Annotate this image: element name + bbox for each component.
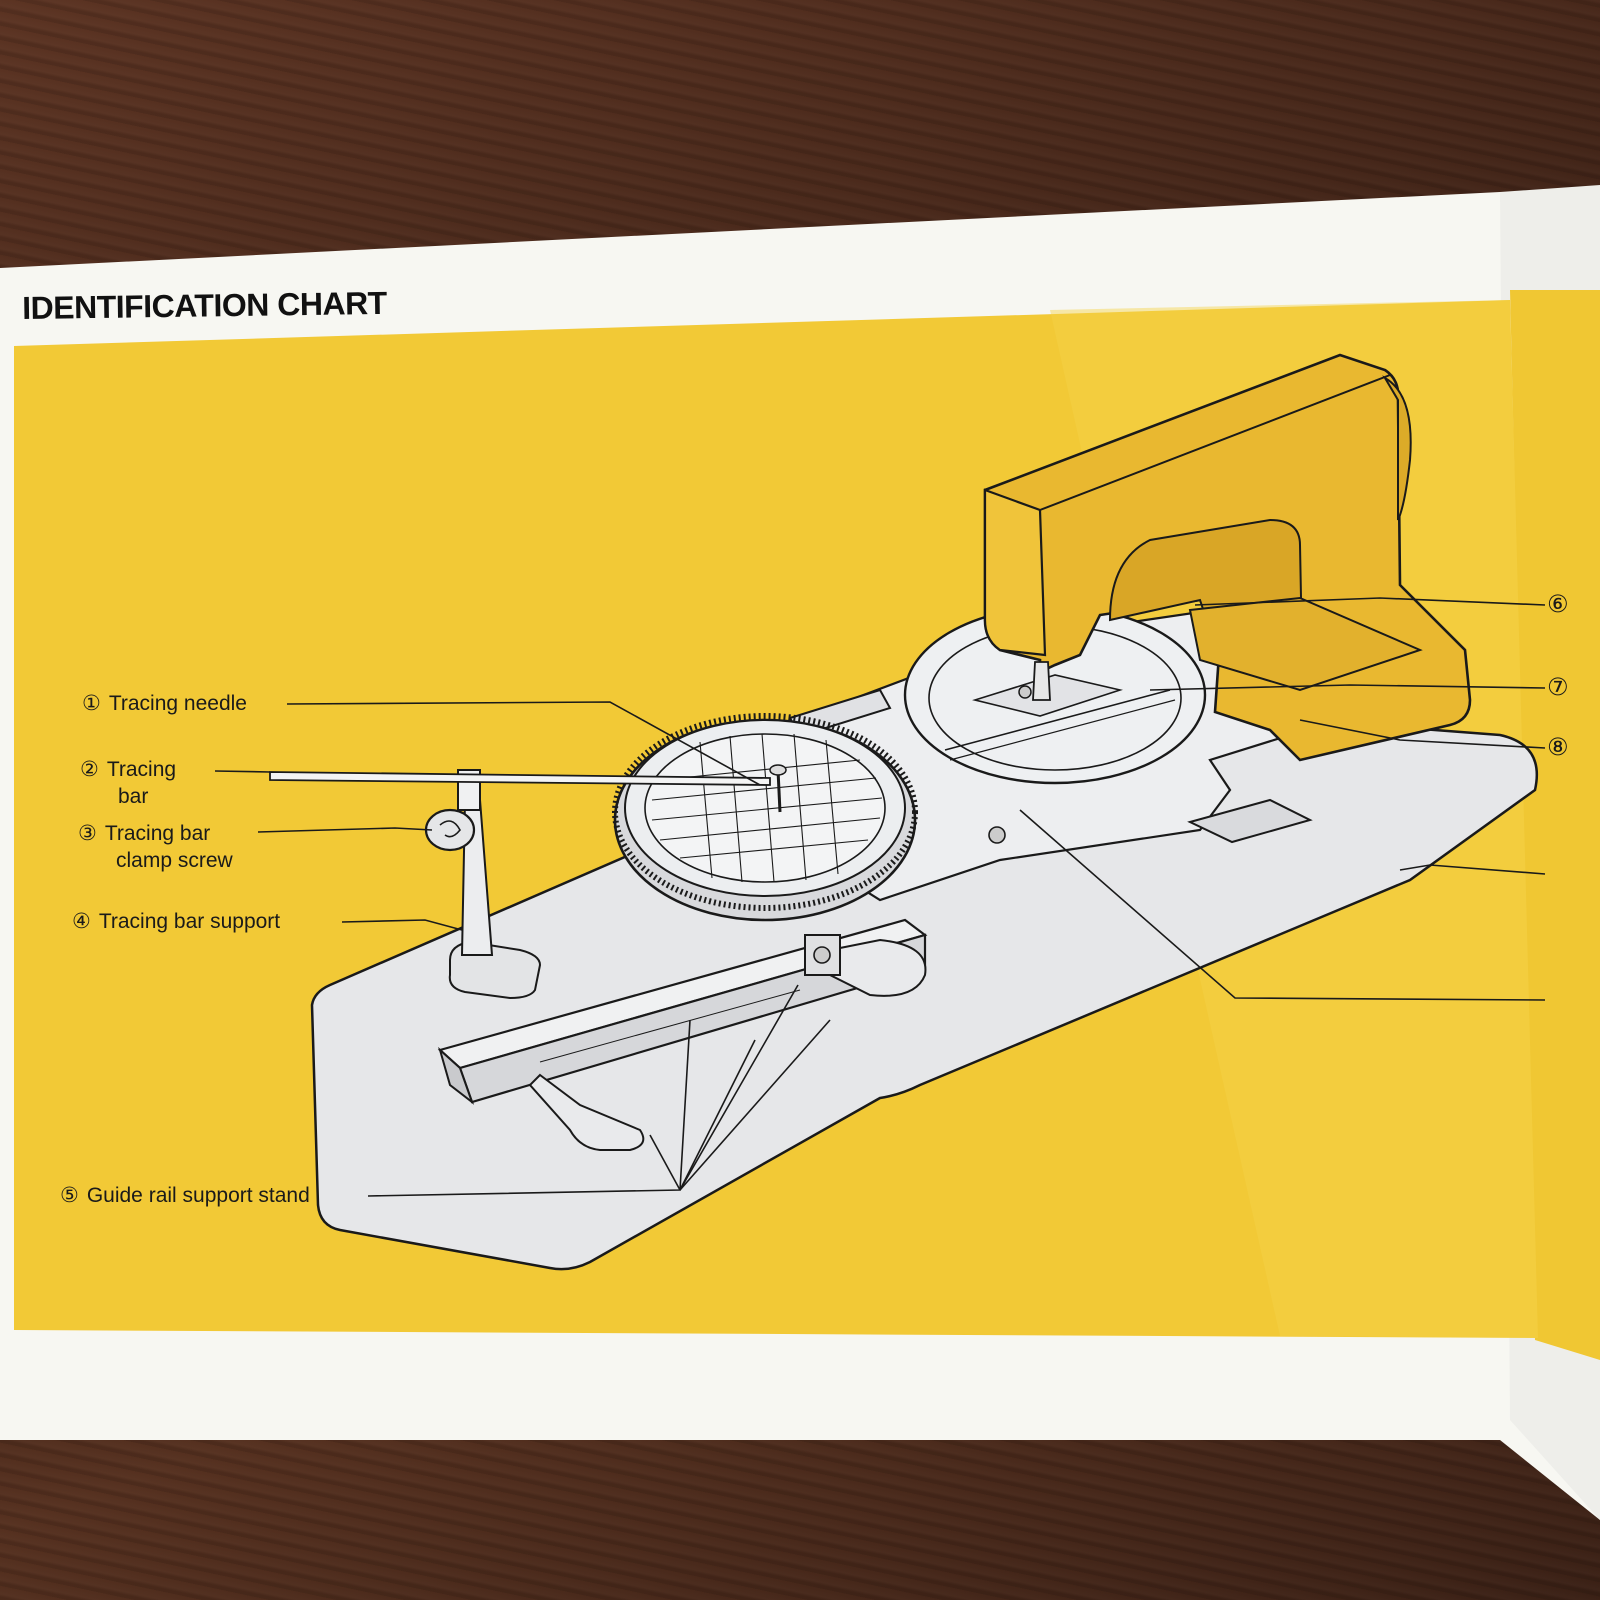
presser-foot	[1032, 661, 1051, 701]
label-tracing-bar: ② Tracing bar	[80, 756, 176, 810]
callout-number: ②	[80, 757, 99, 781]
callout-7: ⑦	[1547, 673, 1569, 701]
label-text: Tracing bar	[104, 822, 211, 845]
label-text: Tracing needle	[108, 692, 247, 715]
machine-front-face	[983, 488, 1047, 657]
tracing-needle	[776, 769, 782, 813]
label-tracing-bar-support: ④ Tracing bar support	[72, 908, 280, 935]
label-text-cont: clamp screw	[116, 849, 233, 872]
callout-number: ④	[72, 909, 91, 933]
clamp-screw-knob	[424, 808, 476, 852]
callout-number: ①	[82, 691, 101, 715]
rail-scale	[539, 989, 801, 1063]
tracing-bar	[269, 771, 771, 786]
callout-8: ⑧	[1547, 733, 1569, 761]
callout-number: ⑤	[60, 1183, 79, 1207]
label-text: Guide rail support stand	[86, 1184, 310, 1207]
leader-lines	[214, 597, 1546, 1197]
label-text: Tracing bar support	[98, 910, 281, 933]
plate-slot	[1187, 798, 1313, 844]
label-tracing-bar-clamp-screw: ③ Tracing bar clamp screw	[78, 820, 233, 874]
label-guide-rail-support-stand: ⑤ Guide rail support stand	[60, 1182, 310, 1209]
label-text-cont: bar	[118, 785, 149, 808]
right-page-yellow	[1510, 290, 1600, 1360]
handwheel	[1382, 375, 1412, 521]
grid-lines	[651, 733, 883, 883]
callout-6: ⑥	[1547, 590, 1569, 618]
rail-support-right	[829, 938, 927, 997]
machine-bed	[1188, 596, 1423, 692]
label-text: Tracing	[106, 758, 177, 781]
page-title: IDENTIFICATION CHART	[22, 284, 387, 326]
callout-number: ③	[78, 821, 97, 845]
rail-support-left	[528, 1073, 645, 1151]
label-tracing-needle: ① Tracing needle	[82, 690, 247, 717]
